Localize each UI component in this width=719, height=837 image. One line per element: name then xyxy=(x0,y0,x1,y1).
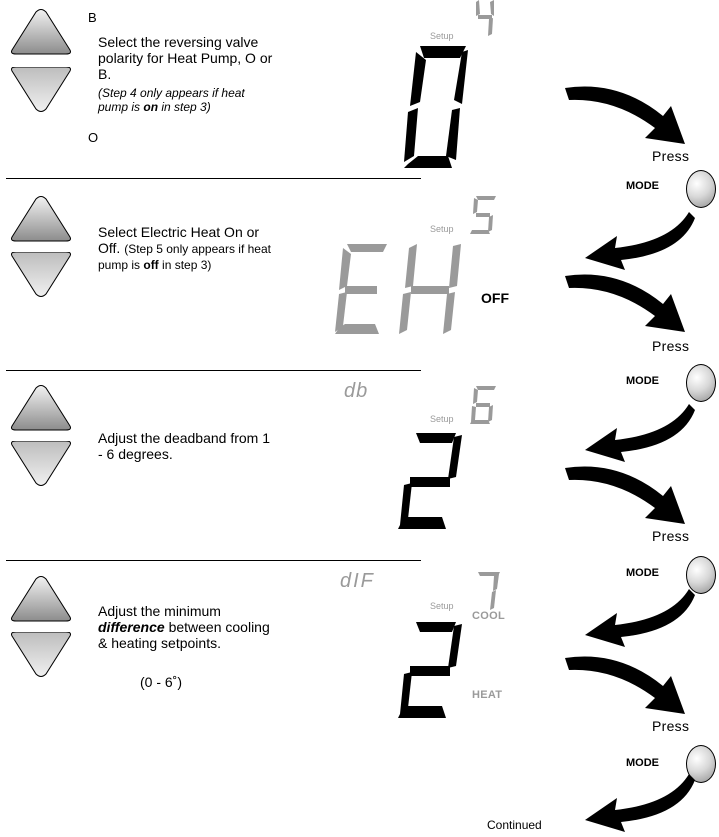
section-divider xyxy=(6,560,421,561)
digit-2 xyxy=(398,622,462,718)
setup-label: Setup xyxy=(430,414,454,424)
mode-button[interactable] xyxy=(686,364,716,402)
down-option-label: O xyxy=(88,130,99,145)
arrow-right-down-icon xyxy=(563,268,703,341)
digit-0 xyxy=(404,46,468,168)
down-arrow-button[interactable] xyxy=(8,67,74,115)
up-arrow-button[interactable] xyxy=(8,573,74,623)
up-arrow-button[interactable] xyxy=(8,382,74,432)
step-number-display xyxy=(470,0,500,36)
step4-note: (Step 4 only appears if heat pump is on … xyxy=(98,86,245,114)
section-divider xyxy=(6,370,421,371)
step-number-display xyxy=(472,572,502,610)
section-divider xyxy=(6,178,421,179)
arrow-left-down-icon xyxy=(585,585,695,652)
up-arrow-button[interactable] xyxy=(8,6,74,56)
press-label: Press xyxy=(652,338,690,354)
step7-description: Adjust the minimum difference between co… xyxy=(98,603,270,651)
range-label: (0 - 6˚) xyxy=(140,674,182,690)
press-label: Press xyxy=(652,148,690,164)
main-digit-display xyxy=(398,622,462,718)
arrow-right-down-icon xyxy=(563,460,703,533)
letters-EH xyxy=(335,244,461,334)
step-4-digit xyxy=(476,0,494,36)
step6-description: Adjust the deadband from 1 - 6 degrees. xyxy=(98,430,271,462)
arrow-right-down-icon xyxy=(563,80,703,153)
status-value: OFF xyxy=(481,290,509,306)
step-number-display xyxy=(468,196,498,234)
mode-label: MODE xyxy=(626,375,659,387)
down-arrow-button[interactable] xyxy=(8,632,74,680)
down-arrow-button[interactable] xyxy=(8,441,74,489)
main-digit-display xyxy=(400,46,470,170)
press-label: Press xyxy=(652,718,690,734)
main-letters-display xyxy=(335,244,465,336)
digit-2 xyxy=(398,433,462,529)
cool-indicator: COOL xyxy=(472,610,505,622)
press-label: Press xyxy=(652,528,690,544)
setup-label: Setup xyxy=(430,601,454,611)
step-number-display xyxy=(468,386,498,424)
down-arrow-button[interactable] xyxy=(8,252,74,300)
arrow-left-down-icon xyxy=(585,770,695,837)
mode-button[interactable] xyxy=(686,170,716,208)
indicator-label: dIF xyxy=(340,570,375,592)
arrow-right-down-icon xyxy=(563,650,703,723)
setup-label: Setup xyxy=(430,31,454,41)
mode-label: MODE xyxy=(626,180,659,192)
setup-label: Setup xyxy=(430,224,454,234)
step5-description: Select Electric Heat On or Off. (Step 5 … xyxy=(98,224,271,272)
step-6-digit xyxy=(470,386,496,424)
up-option-label: B xyxy=(88,10,97,25)
arrow-left-down-icon xyxy=(585,208,695,275)
heat-indicator: HEAT xyxy=(472,689,503,701)
step-5-digit xyxy=(470,196,496,234)
indicator-label: db xyxy=(344,380,369,402)
step-7-digit xyxy=(478,572,500,610)
continued-label: Continued xyxy=(487,818,542,832)
step4-description: Select the reversing valve polarity for … xyxy=(98,34,273,82)
arrow-left-down-icon xyxy=(585,400,695,467)
mode-button[interactable] xyxy=(686,556,716,594)
main-digit-display xyxy=(398,433,462,529)
mode-label: MODE xyxy=(626,567,659,579)
mode-label: MODE xyxy=(626,757,659,769)
up-arrow-button[interactable] xyxy=(8,193,74,243)
